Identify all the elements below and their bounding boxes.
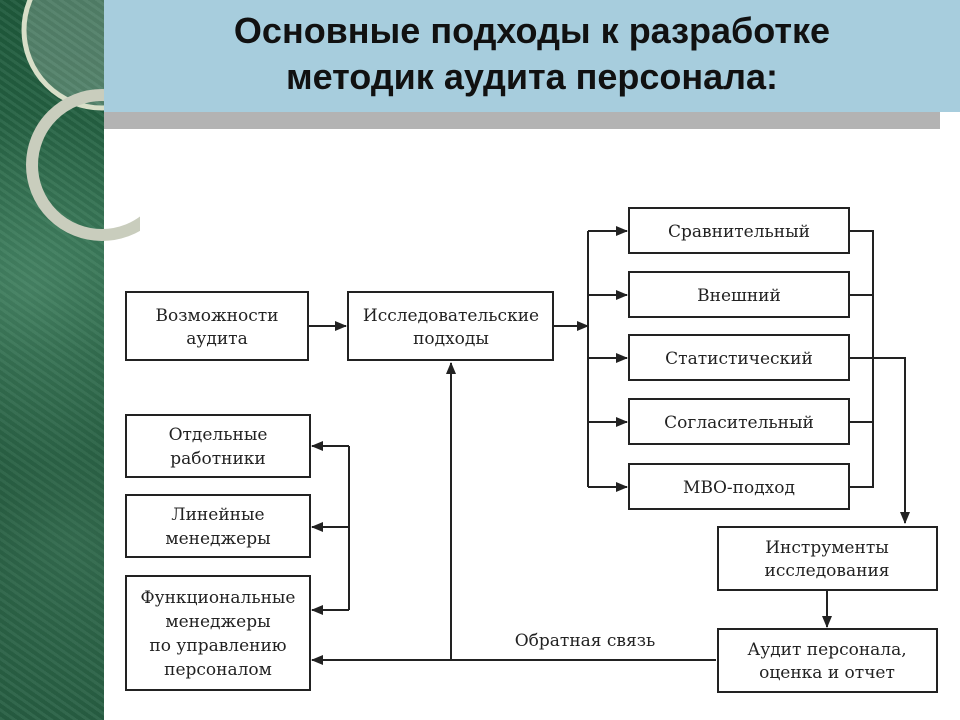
functional-managers-line-3: по управлению [149,636,286,656]
research-tools-line-1: Инструменты [765,538,889,558]
approach-comparative: Сравнительный [668,222,810,242]
box-mbo: МВО-подход [628,463,850,510]
research-approaches-line-2: подходы [413,329,489,349]
box-functional-managers: Функциональные менеджеры по управлению п… [125,575,311,691]
functional-managers-line-2: менеджеры [165,612,270,632]
title-line-1: Основные подходы к разработке [233,10,831,51]
approach-conciliatory: Согласительный [664,413,814,433]
audit-capabilities-line-1: Возможности [156,306,279,326]
box-research-approaches: Исследовательские подходы [347,291,554,361]
individual-workers-line-1: Отдельные [169,425,268,445]
title-bar [104,0,960,112]
box-conciliatory: Согласительный [628,398,850,445]
line-managers-line-1: Линейные [171,505,264,525]
research-tools-line-2: исследования [764,561,889,581]
box-research-tools: Инструменты исследования [717,526,938,591]
box-audit-result: Аудит персонала, оценка и отчет [717,628,938,693]
connectors [308,226,910,665]
box-statistical: Статистический [628,334,850,381]
approach-statistical: Статистический [665,349,813,369]
research-approaches-line-1: Исследовательские [363,306,539,326]
approach-external: Внешний [697,286,781,306]
box-line-managers: Линейные менеджеры [125,494,311,558]
individual-workers-line-2: работники [170,449,266,469]
approach-mbo: МВО-подход [683,478,795,498]
feedback-label: Обратная связь [515,631,656,651]
functional-managers-line-1: Функциональные [140,588,295,608]
functional-managers-line-4: персоналом [164,660,272,680]
box-comparative: Сравнительный [628,207,850,254]
title-shadow [104,112,940,129]
box-external: Внешний [628,271,850,318]
title-line-2: методик аудита персонала: [285,56,779,97]
box-individual-workers: Отдельные работники [125,414,311,478]
line-managers-line-2: менеджеры [165,529,270,549]
slide-title: Основные подходы к разработке методик ау… [104,8,960,100]
audit-capabilities-line-2: аудита [186,329,247,349]
arrow-to-research-tools [849,357,910,524]
audit-result-line-2: оценка и отчет [759,663,895,683]
audit-result-line-1: Аудит персонала, [747,640,906,660]
box-audit-capabilities: Возможности аудита [125,291,309,361]
